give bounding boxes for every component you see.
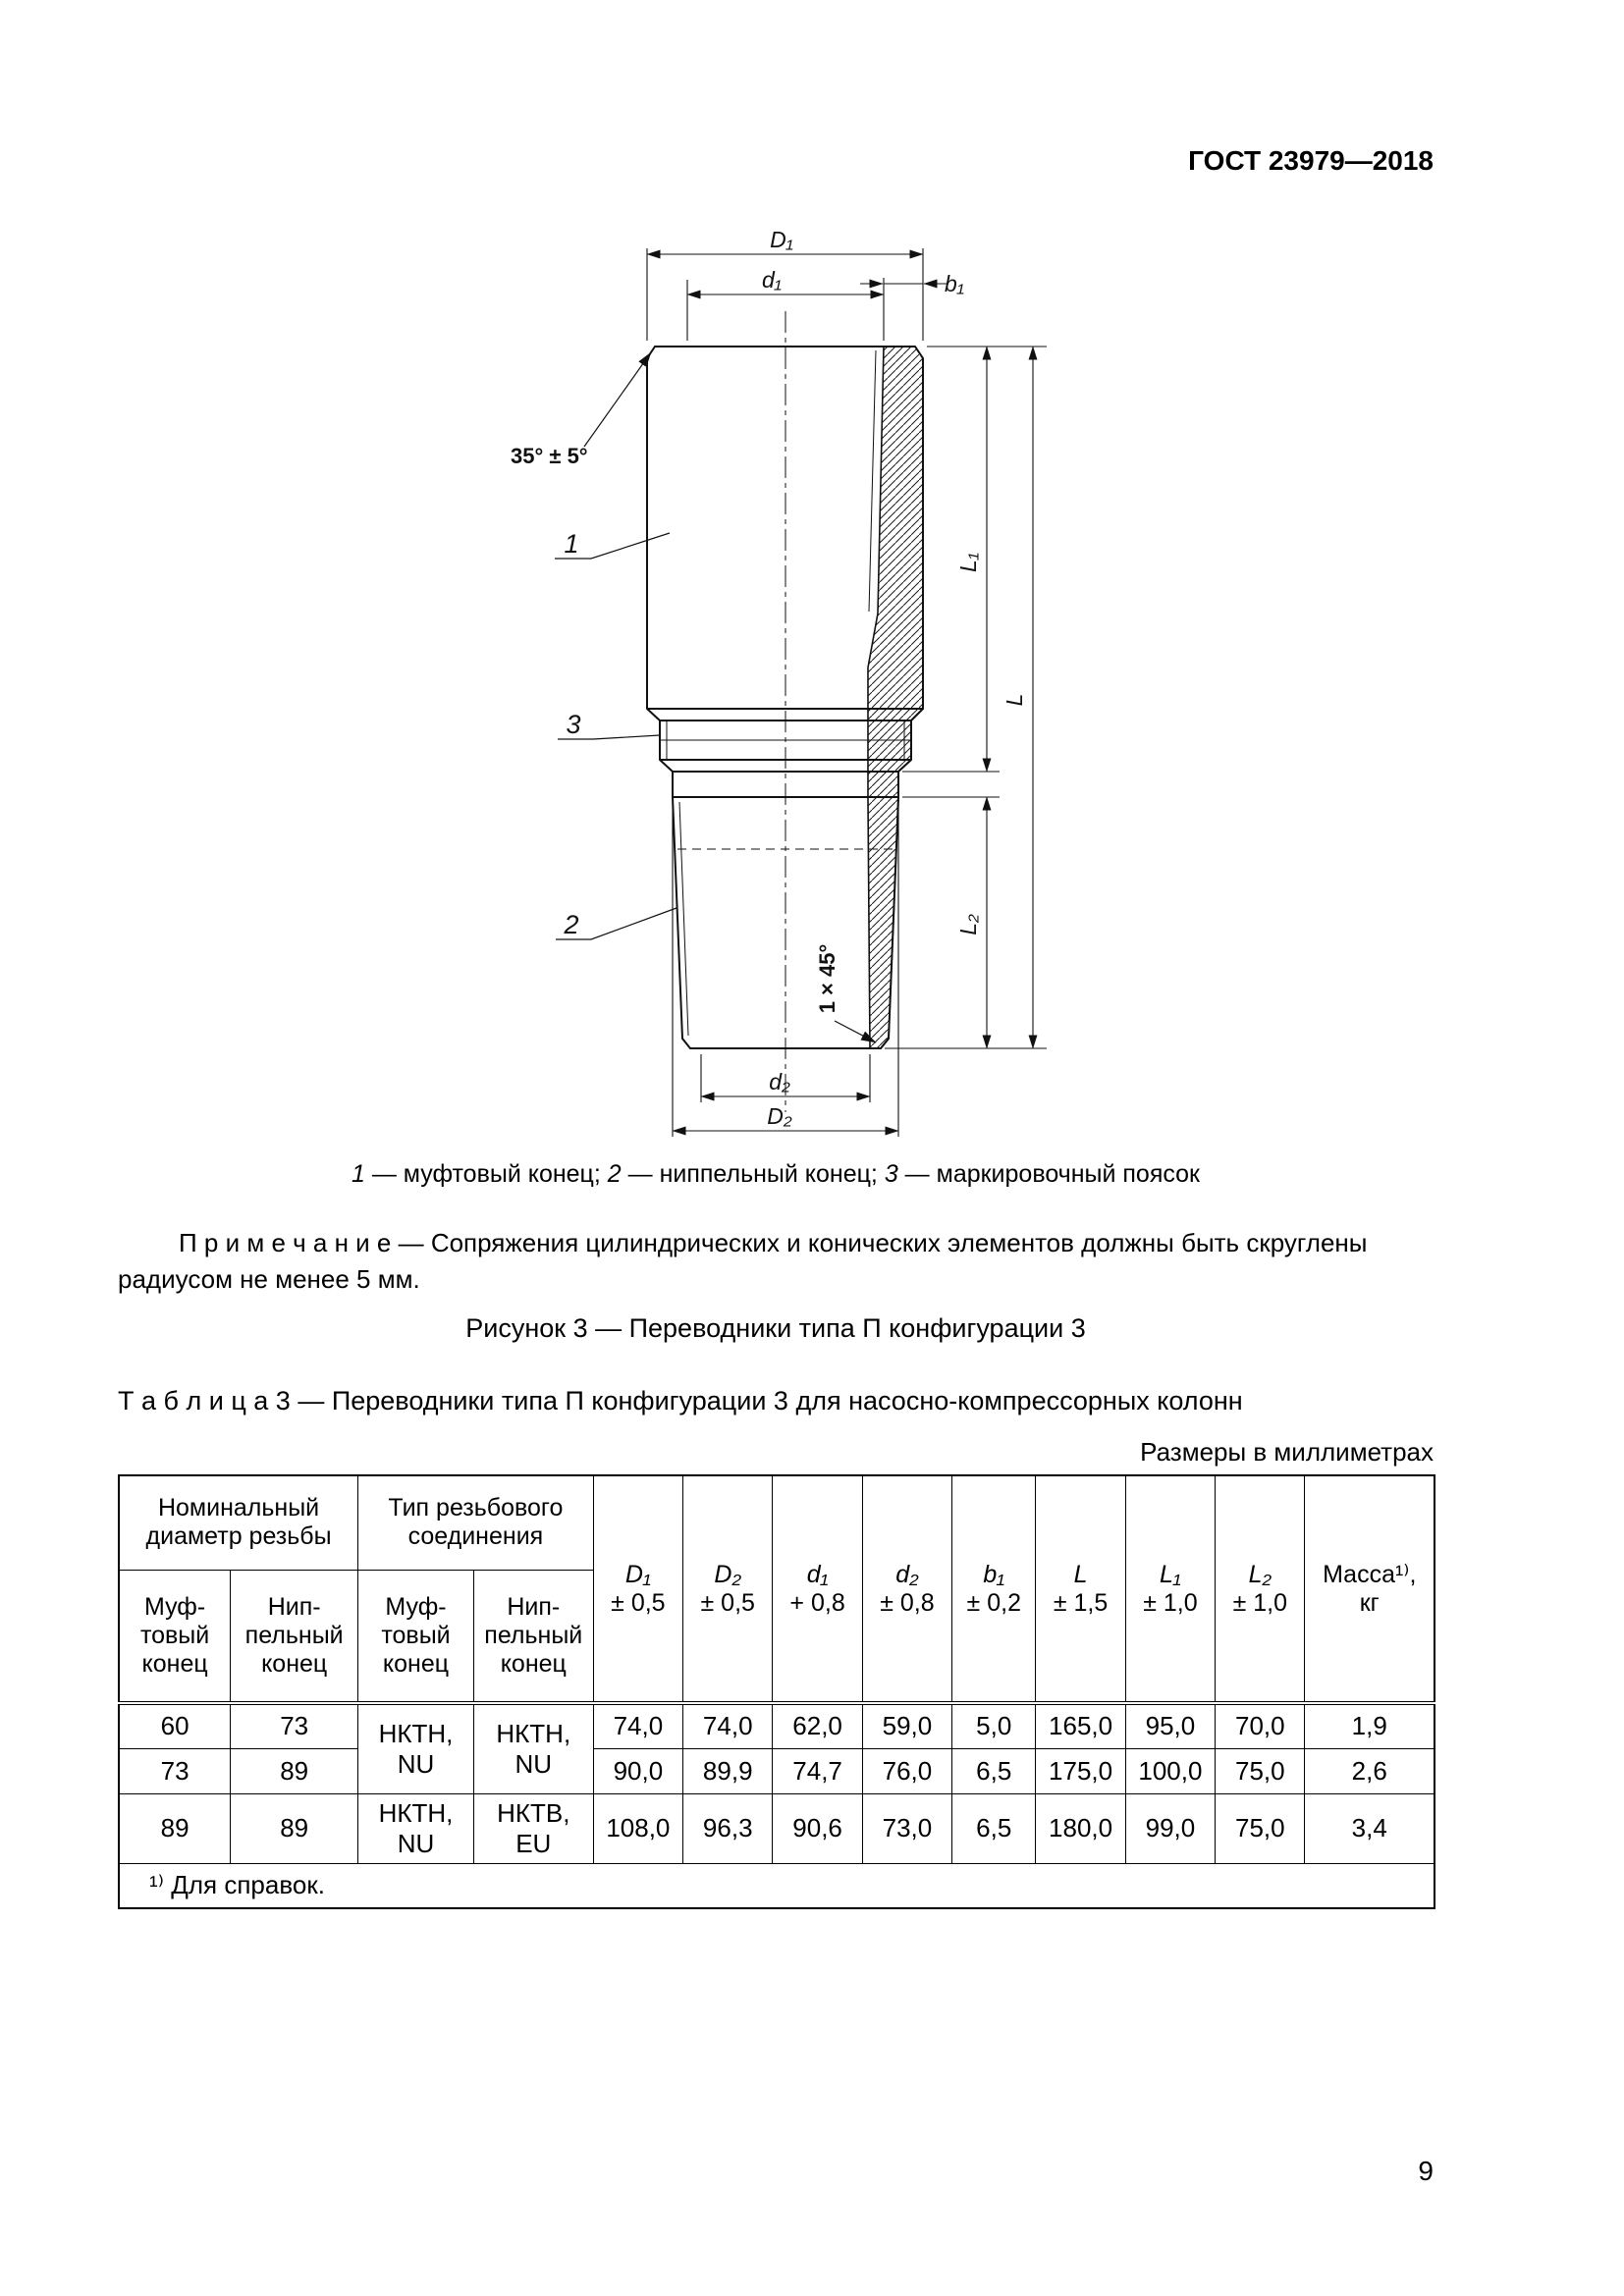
item-ref-3: 3 (884, 1160, 898, 1188)
table-cell: 74,7 (772, 1747, 863, 1794)
table-cell: 90,6 (772, 1792, 863, 1864)
table-cell: 70,0 (1215, 1701, 1306, 1749)
table-cell: 59,0 (861, 1701, 953, 1749)
table-cell: 5,0 (951, 1701, 1037, 1749)
table-cell: НКТВ, EU (472, 1792, 594, 1864)
table-cell: 175,0 (1035, 1747, 1126, 1794)
table-cell: 3,4 (1304, 1792, 1435, 1864)
dimensions-table: Номинальный диаметр резьбы Тип резьбовог… (118, 1474, 1435, 1909)
dim-label-D2: D₂ (767, 1103, 792, 1129)
table-cell: 74,0 (592, 1701, 684, 1749)
item-text-3: — маркировочный поясок (897, 1160, 1200, 1188)
table-cell: НКТН, NU (357, 1701, 474, 1794)
section-hatch (867, 346, 924, 1049)
header-sub-row: Муф- товый конец Нип- пельный конец Муф-… (118, 1569, 1435, 1704)
table-cell: 2,6 (1304, 1747, 1435, 1794)
subhead-coupling-end-1: Муф- товый конец (118, 1569, 232, 1704)
table-cell: 108,0 (592, 1792, 684, 1864)
standard-number: ГОСТ 23979—2018 (1188, 145, 1434, 176)
table-cell: 99,0 (1124, 1792, 1217, 1864)
page-number: 9 (1418, 2156, 1434, 2186)
table-row: 73 89 90,0 89,9 74,7 76,0 6,5 175,0 100,… (118, 1747, 1435, 1794)
table-cell: 73 (118, 1747, 232, 1794)
dim-label-d1: d₁ (762, 267, 782, 293)
table-cell: 73,0 (861, 1792, 953, 1864)
table-title: Т а б л и ц а 3 — Переводники типа П кон… (118, 1386, 1243, 1415)
item-label-3: 3 (566, 710, 580, 739)
table-cell: 165,0 (1035, 1701, 1126, 1749)
col-D2: D₂± 0,5 (682, 1474, 774, 1704)
item-ref-1: 1 (351, 1160, 365, 1188)
table-cell: 100,0 (1124, 1747, 1217, 1794)
subhead-nipple-end-2: Нип- пельный конец (472, 1569, 594, 1704)
note-paragraph: П р и м е ч а н и е — Сопряжения цилиндр… (118, 1228, 1368, 1294)
table-cell: 75,0 (1215, 1792, 1306, 1864)
chamfer-label: 1 × 45° (815, 944, 839, 1014)
dim-label-b1: b₁ (945, 271, 964, 296)
leader-lines (555, 351, 877, 1043)
table-cell: 76,0 (861, 1747, 953, 1794)
col-b1: b₁± 0,2 (951, 1474, 1037, 1704)
table-cell: 75,0 (1215, 1747, 1306, 1794)
dimension-lines (646, 248, 1047, 1137)
figure-caption: Рисунок 3 — Переводники типа П конфигура… (465, 1313, 1086, 1343)
header-group-row: Номинальный диаметр резьбы Тип резьбовог… (118, 1474, 1435, 1704)
dim-label-d2: d₂ (769, 1069, 790, 1095)
dim-label-D1: D₁ (770, 227, 793, 252)
col-D1: D₁± 0,5 (592, 1474, 684, 1704)
col-L2: L₂± 1,0 (1215, 1474, 1306, 1704)
table-cell: 73 (230, 1701, 359, 1749)
subhead-coupling-end-2: Муф- товый конец (357, 1569, 474, 1704)
table-cell: 89 (118, 1792, 232, 1864)
item-text-1: — муфтовый конец; (364, 1160, 608, 1188)
table-row: 89 89 НКТН, NU НКТВ, EU 108,0 96,3 90,6 … (118, 1792, 1435, 1864)
table-cell: 180,0 (1035, 1792, 1126, 1864)
table-cell: 74,0 (682, 1701, 774, 1749)
table-cell: 89 (230, 1747, 359, 1794)
table-cell: 6,5 (951, 1747, 1037, 1794)
table-cell: 60 (118, 1701, 232, 1749)
col-L1: L₁± 1,0 (1124, 1474, 1217, 1704)
dim-label-L: L (1001, 694, 1027, 707)
item-label-2: 2 (563, 910, 578, 939)
table-cell: 1,9 (1304, 1701, 1435, 1749)
item-ref-2: 2 (607, 1160, 622, 1188)
table-cell: НКТН, NU (472, 1701, 594, 1794)
table-cell: 62,0 (772, 1701, 863, 1749)
table-cell: 96,3 (682, 1792, 774, 1864)
footnote-row: ¹⁾ Для справок. (118, 1862, 1435, 1909)
figure-technical-drawing: D₁ d₁ b₁ L₁ L L₂ d₂ D₂ 35° ± 5° 1 × 45° … (511, 227, 1047, 1137)
table-cell: 6,5 (951, 1792, 1037, 1864)
table-cell: 95,0 (1124, 1701, 1217, 1749)
table-cell: 90,0 (592, 1747, 684, 1794)
detail-lines (660, 349, 911, 1037)
col-d2: d₂± 0,8 (861, 1474, 953, 1704)
col-group-nominal-diameter: Номинальный диаметр резьбы (118, 1474, 359, 1571)
col-L: L± 1,5 (1035, 1474, 1126, 1704)
col-mass: Масса¹⁾,кг (1304, 1474, 1435, 1704)
table-row: 60 73 НКТН, NU НКТН, NU 74,0 74,0 62,0 5… (118, 1701, 1435, 1794)
subhead-nipple-end-1: Нип- пельный конец (230, 1569, 359, 1704)
col-group-thread-type: Тип резьбового соединения (357, 1474, 594, 1571)
figure-items-caption: 1 — муфтовый конец; 2 — ниппельный конец… (118, 1160, 1434, 1189)
angle-label: 35° ± 5° (511, 444, 588, 468)
dim-label-L1: L₁ (955, 553, 981, 572)
table-cell: 89,9 (682, 1747, 774, 1794)
units-note: Размеры в миллиметрах (1140, 1437, 1434, 1467)
item-label-1: 1 (564, 529, 578, 559)
table-cell: НКТН, NU (357, 1792, 474, 1864)
item-text-2: — ниппельный конец; (621, 1160, 885, 1188)
table-footnote: ¹⁾ Для справок. (118, 1862, 1435, 1909)
col-d1: d₁+ 0,8 (772, 1474, 863, 1704)
table-cell: 89 (230, 1792, 359, 1864)
dim-label-L2: L₂ (955, 914, 981, 935)
